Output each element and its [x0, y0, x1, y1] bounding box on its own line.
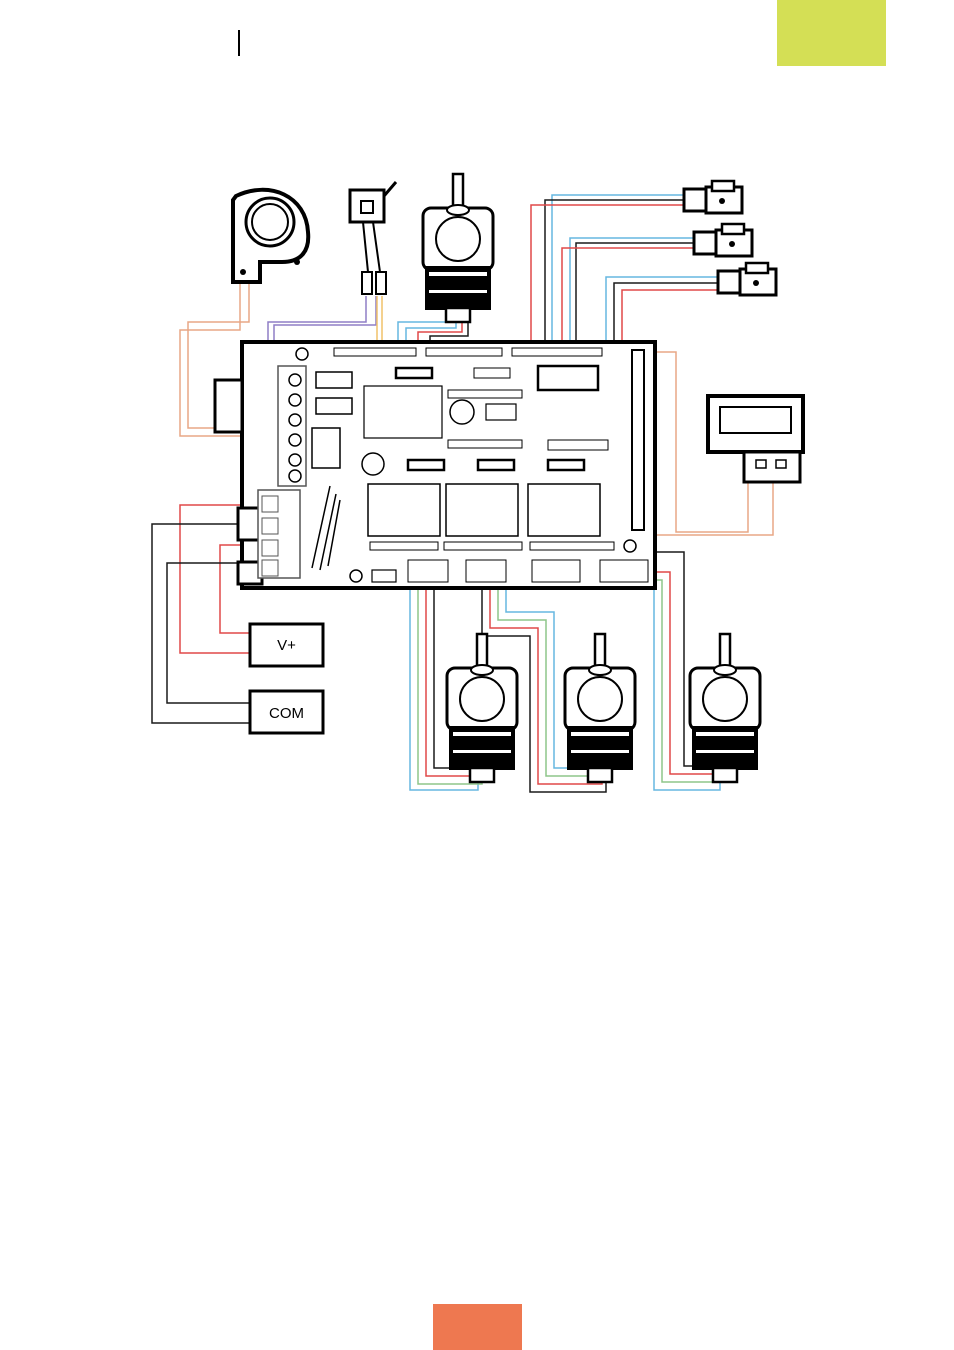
wire: [645, 351, 749, 533]
wire: [551, 194, 686, 370]
lcd-display-icon: [706, 394, 805, 484]
wire: [481, 465, 607, 793]
wire: [575, 242, 696, 370]
wire: [151, 523, 258, 724]
power-wires: [151, 504, 258, 724]
extruder-stepper-motor-icon: [421, 172, 495, 324]
wire: [179, 283, 278, 437]
power-common-box: COM: [248, 689, 325, 735]
stepper-motor-y-icon: [563, 632, 637, 784]
endstop-x-icon: [682, 179, 744, 215]
wire: [166, 562, 258, 704]
thermistor-icon: [348, 181, 398, 295]
wire: [219, 544, 258, 634]
wire: [544, 199, 686, 370]
wire: [569, 237, 696, 370]
wire: [645, 482, 774, 536]
lcd-wires: [645, 351, 774, 536]
power-positive-label: V+: [277, 637, 296, 654]
wire: [561, 247, 696, 370]
controller-board-icon: [213, 340, 657, 590]
endstop-y-icon: [692, 222, 754, 258]
power-common-label: COM: [269, 705, 304, 722]
endstop-z-icon: [716, 261, 778, 297]
power-positive-box: V+: [248, 622, 325, 668]
stepper-motor-x-icon: [445, 632, 519, 784]
wire: [530, 204, 686, 370]
header-color-tab: [777, 0, 886, 66]
blower-fan-icon: [231, 187, 311, 284]
wire: [179, 504, 258, 654]
header-rule: [238, 30, 240, 56]
stepper-motor-z-icon: [688, 632, 762, 784]
footer-page-tab: [433, 1304, 522, 1350]
